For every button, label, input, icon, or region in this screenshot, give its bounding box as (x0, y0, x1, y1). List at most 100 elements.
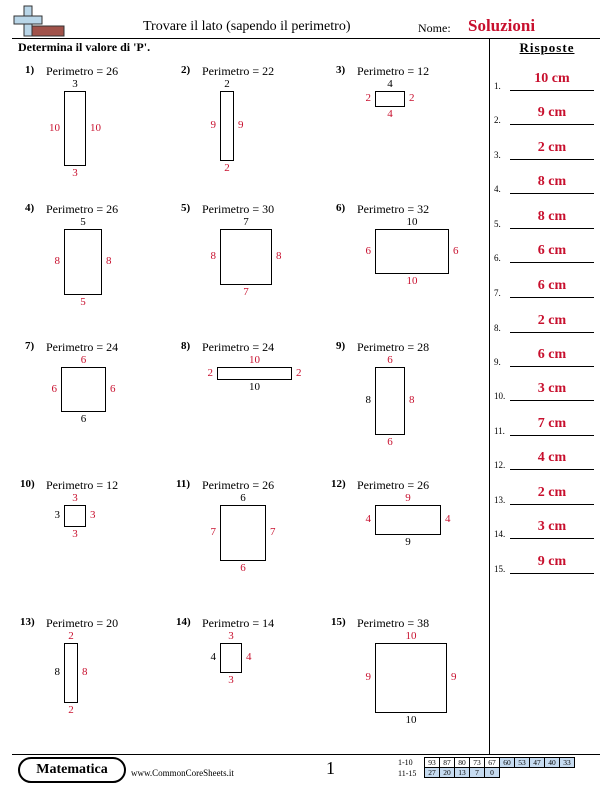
answer-value: 6 cm (537, 243, 567, 258)
side-label-bottom: 4 (387, 108, 393, 120)
side-label-left: 8 (365, 394, 372, 406)
answer-line (510, 90, 594, 91)
rectangle-shape (375, 229, 449, 274)
side-label-top: 5 (80, 216, 86, 228)
answer-value: 2 cm (537, 485, 567, 500)
answer-value: 4 cm (537, 450, 567, 465)
problem-perimeter: Perimetro = 26 (46, 202, 119, 216)
side-label-right: 10 (90, 121, 101, 134)
answer-number: 2. (494, 115, 501, 125)
problem-number: 9) (336, 340, 346, 352)
side-label-bottom: 2 (224, 162, 230, 174)
side-label-left: 8 (54, 666, 61, 678)
side-label-top: 3 (72, 78, 78, 90)
answer-number: 6. (494, 253, 501, 263)
problem-number: 13) (20, 616, 35, 628)
answer-line (510, 538, 594, 539)
side-label-bottom: 2 (68, 704, 74, 716)
score-cell: 53 (514, 757, 530, 768)
name-value: Soluzioni (468, 16, 536, 35)
answer-value: 6 cm (537, 347, 567, 362)
side-label-right: 2 (296, 366, 302, 379)
answer-value: 9 cm (537, 105, 567, 120)
problem-perimeter: Perimetro = 12 (357, 64, 430, 78)
problem-number: 11) (176, 478, 191, 490)
side-label-top: 6 (240, 492, 246, 504)
side-label-top: 7 (243, 216, 249, 228)
side-label-left: 4 (365, 513, 372, 525)
score-cell: 40 (544, 757, 560, 768)
side-label-right: 8 (82, 666, 88, 678)
answer-line (510, 573, 594, 574)
problem-perimeter: Perimetro = 12 (46, 478, 119, 492)
answer-number: 11. (494, 426, 505, 436)
rectangle-shape (220, 229, 272, 285)
answer-number: 1. (494, 81, 501, 91)
score-cell: 93 (424, 757, 440, 768)
problem-number: 15) (331, 616, 346, 628)
side-label-left: 2 (365, 92, 372, 104)
side-label-bottom: 7 (243, 286, 249, 298)
side-label-right: 4 (246, 651, 252, 663)
problem-number: 6) (336, 202, 346, 214)
problem-perimeter: Perimetro = 26 (202, 478, 275, 492)
page-title: Trovare il lato (sapendo il perimetro) (143, 19, 351, 34)
rectangle-shape (64, 229, 102, 295)
score-cell: 33 (559, 757, 575, 768)
side-label-bottom: 3 (72, 167, 78, 179)
rectangle-shape (375, 91, 405, 107)
answer-value: 6 cm (537, 278, 567, 293)
logo-icon (12, 4, 68, 38)
problem-number: 7) (25, 340, 35, 352)
rectangle-shape (220, 91, 234, 161)
score-cell: 0 (484, 767, 500, 778)
answer-number: 7. (494, 288, 501, 298)
problem-perimeter: Perimetro = 24 (202, 340, 275, 354)
answer-value: 3 cm (537, 381, 567, 396)
side-label-right: 2 (409, 92, 415, 104)
answer-value: 7 cm (537, 416, 567, 431)
rectangle-shape (375, 367, 405, 435)
answer-column-divider (489, 39, 490, 754)
side-label-bottom: 3 (72, 528, 78, 540)
side-label-bottom: 10 (406, 275, 418, 287)
answer-number: 13. (494, 495, 506, 505)
header-divider (12, 38, 600, 39)
answer-value: 2 cm (537, 140, 567, 155)
side-label-right: 8 (106, 255, 112, 267)
problem-number: 10) (20, 478, 35, 490)
side-label-left: 8 (54, 255, 61, 267)
problem-number: 14) (176, 616, 191, 628)
problem-perimeter: Perimetro = 24 (46, 340, 119, 354)
side-label-top: 10 (405, 630, 417, 642)
score-cell: 27 (424, 767, 440, 778)
problem-perimeter: Perimetro = 38 (357, 616, 430, 630)
score-cell: 80 (454, 757, 470, 768)
problem-number: 2) (181, 64, 191, 76)
footer-url: www.CommonCoreSheets.it (131, 768, 234, 778)
problem-number: 4) (25, 202, 35, 214)
answer-line (510, 124, 594, 125)
problem-number: 8) (181, 340, 191, 352)
rectangle-shape (220, 643, 242, 673)
answer-number: 10. (494, 391, 506, 401)
side-label-bottom: 5 (80, 296, 86, 308)
score-cell: 13 (454, 767, 470, 778)
answer-line (510, 366, 594, 367)
answer-number: 4. (494, 184, 501, 194)
side-label-right: 4 (445, 513, 451, 525)
instructions: Determina il valore di 'P'. (18, 40, 151, 54)
answer-number: 5. (494, 219, 501, 229)
problem-perimeter: Perimetro = 22 (202, 64, 275, 78)
answer-number: 15. (494, 564, 506, 574)
side-label-right: 9 (451, 671, 457, 683)
problem-number: 1) (25, 64, 35, 76)
brand-badge: Matematica (18, 757, 126, 783)
rectangle-shape (375, 505, 441, 535)
problem-perimeter: Perimetro = 20 (46, 616, 119, 630)
rectangle-shape (61, 367, 106, 412)
answer-line (510, 228, 594, 229)
score-cell: 67 (484, 757, 500, 768)
name-label: Nome: (418, 21, 451, 35)
side-label-bottom: 10 (249, 381, 260, 393)
